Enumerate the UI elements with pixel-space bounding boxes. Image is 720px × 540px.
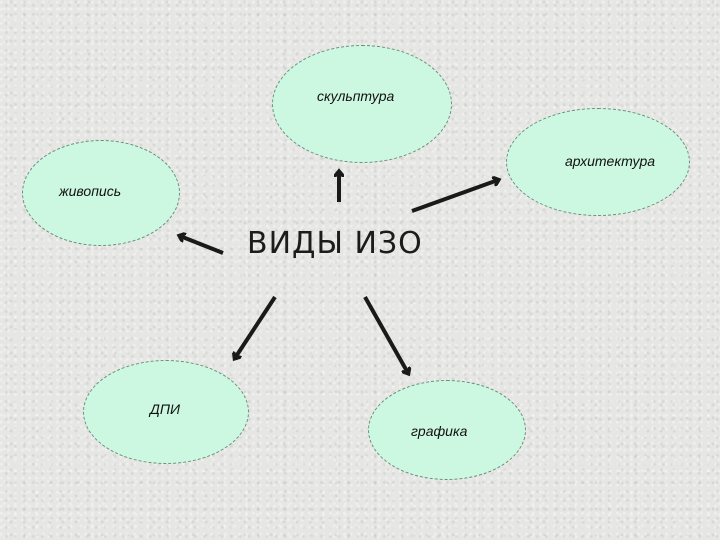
- node-sculpture: скульптура: [272, 45, 452, 163]
- arrow-to-graphics: [363, 296, 408, 373]
- arrow-to-painting: [180, 236, 224, 255]
- node-dpi: ДПИ: [83, 360, 249, 464]
- node-graphics-label: графика: [411, 423, 468, 439]
- node-architecture: архитектура: [506, 108, 690, 216]
- node-painting: живопись: [22, 140, 180, 246]
- arrow-to-architecture: [411, 180, 498, 213]
- node-painting-label: живопись: [59, 183, 122, 199]
- node-sculpture-label: скульптура: [317, 88, 395, 104]
- node-dpi-label: ДПИ: [150, 401, 181, 417]
- arrow-to-dpi: [235, 295, 277, 358]
- center-title: ВИДЫ ИЗО: [247, 226, 423, 261]
- node-architecture-label: архитектура: [565, 153, 656, 169]
- node-graphics: графика: [368, 380, 526, 480]
